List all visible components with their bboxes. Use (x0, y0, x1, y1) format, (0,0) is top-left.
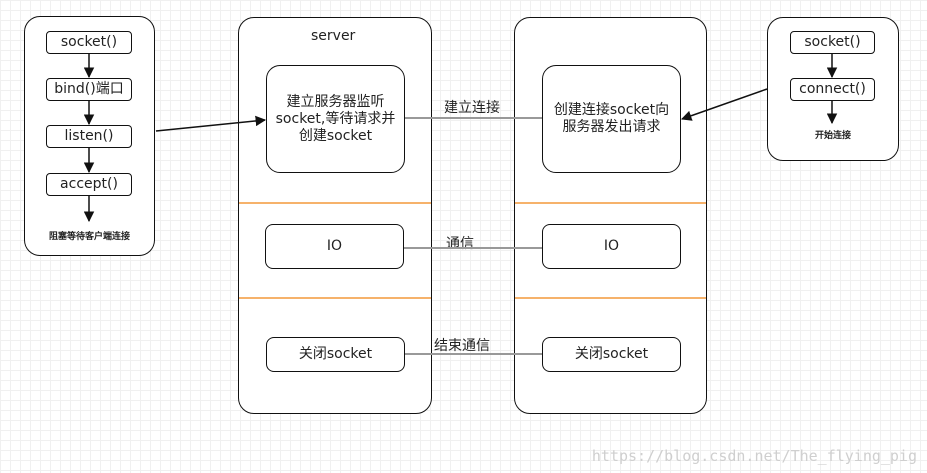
client-close-box: 关闭socket (542, 337, 681, 372)
connect-note: 开始连接 (814, 131, 851, 141)
step-bind: bind()端口 (46, 78, 132, 101)
step-listen: listen() (46, 125, 132, 148)
connect-step-socket: socket() (790, 31, 875, 54)
blocking-note: 阻塞等待客户端连接 (48, 232, 130, 242)
end-communication-label: 结束通信 (434, 338, 490, 354)
step-accept: accept() (46, 173, 132, 196)
step-socket: socket() (46, 31, 132, 54)
client-io-box: IO (542, 224, 681, 269)
server-io-box: IO (265, 224, 404, 269)
connect-step-connect: connect() (790, 78, 875, 101)
server-close-box: 关闭socket (266, 337, 405, 372)
client-create-box: 创建连接socket向服务器发出请求 (542, 65, 681, 173)
establish-connection-label: 建立连接 (444, 100, 500, 116)
server-title: server (311, 28, 356, 44)
watermark: https://blog.csdn.net/The_flying_pig (591, 447, 917, 465)
server-listen-box: 建立服务器监听socket,等待请求并创建socket (266, 65, 405, 173)
communicate-label: 通信 (446, 236, 474, 252)
